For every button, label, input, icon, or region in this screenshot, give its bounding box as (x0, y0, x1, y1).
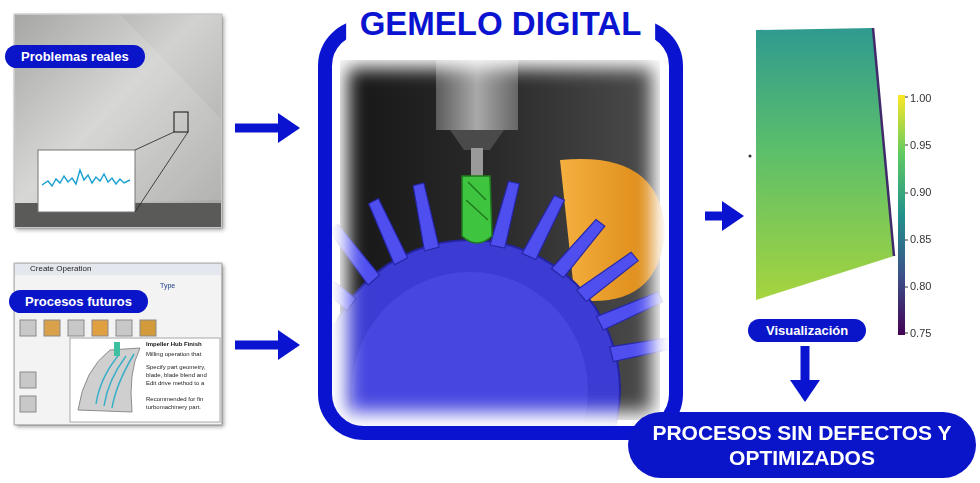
turbine-blade (490, 180, 519, 248)
flow-arrow (235, 330, 300, 360)
operation-icon (140, 320, 156, 336)
tooltip-popup (70, 338, 220, 422)
operation-icon (44, 320, 60, 336)
colorbar-tick (905, 193, 908, 194)
disk-hub (352, 272, 588, 483)
node-label: Problemas reales (5, 45, 145, 68)
zoom-leader (135, 132, 188, 212)
flow-arrow (790, 346, 820, 402)
deviation-surface (756, 28, 894, 300)
colorbar-value: 0.85 (910, 233, 931, 245)
node-label: Visualización (748, 319, 866, 342)
node-label: GEMELO DIGITAL (346, 4, 656, 44)
zoom-leader (135, 132, 174, 150)
tooltip-text: Milling operation that (146, 351, 201, 357)
plot-point (749, 155, 752, 158)
node-label: PROCESOS SIN DEFECTOS Y OPTIMIZADOS (636, 420, 968, 470)
arrow-head (278, 113, 300, 143)
turbine-blade (407, 183, 441, 251)
tooltip-text: Specify part geometry, (146, 364, 206, 370)
toolpath-lines (96, 354, 134, 408)
photo-panel: Problemas reales (14, 14, 222, 228)
operation-icon (20, 396, 36, 412)
turbine-blade (596, 287, 663, 332)
tooltip-heading: Impeller Hub Finish (146, 341, 202, 347)
profile-inset (38, 150, 135, 212)
colorbar-value: 0.75 (910, 327, 931, 339)
tooltip-text: turbomachinery part. (146, 404, 201, 410)
colorbar-tick (905, 145, 908, 146)
colorbar-value: 0.95 (910, 139, 931, 151)
arrow-head (278, 330, 300, 360)
tooltip-text: Recommended for fin (146, 396, 203, 402)
arrow-shaft (235, 341, 280, 350)
operation-icon (116, 320, 132, 336)
tool-shank (471, 148, 483, 178)
cutting-tool (462, 176, 492, 243)
operation-icon (20, 320, 36, 336)
roughness-signal (42, 170, 130, 186)
turbine-blade (325, 224, 381, 285)
arrow-head (722, 201, 744, 231)
colorbar-value: 0.90 (910, 186, 931, 198)
surface-edge (873, 28, 894, 256)
arrow-shaft (705, 212, 724, 221)
turbine-blade (577, 248, 638, 303)
visualization-panel: Visualización (748, 25, 898, 342)
zoom-window (174, 112, 188, 132)
turbine-blade (610, 331, 678, 363)
operation-icon (92, 320, 108, 336)
arrow-head (790, 380, 820, 402)
dialog-section: Type (160, 282, 175, 289)
window-title: Create Operation (30, 264, 91, 273)
tool-flutes (466, 182, 488, 220)
arrow-shaft (801, 346, 810, 382)
colorbar-value: 1.00 (910, 92, 931, 104)
window-titlebar (14, 263, 222, 275)
tool-holder (450, 130, 504, 150)
result-pill: PROCESOS SIN DEFECTOS Y OPTIMIZADOS (628, 412, 976, 478)
colorbar-tick (905, 333, 908, 334)
impeller-blade-icon (78, 348, 140, 412)
tooltip-text: Edit drive method to a (146, 380, 204, 386)
tool-icon (114, 342, 120, 356)
colorbar-tick (905, 97, 908, 98)
node-label: Procesos futuros (9, 290, 148, 313)
operation-icon (20, 372, 36, 388)
flow-arrow (235, 113, 300, 143)
digital-twin-frame: GEMELO DIGITAL (318, 20, 683, 440)
arrow-shaft (235, 124, 280, 133)
machine-spindle (436, 60, 518, 130)
turbine-blade (551, 216, 604, 279)
turbine-blade (363, 199, 409, 265)
cam-screenshot (14, 263, 222, 425)
tooltip-text: blade, blade blend and (146, 372, 207, 378)
turbine-blade (522, 193, 564, 260)
colorbar (898, 95, 905, 335)
colorbar-value: 0.80 (910, 280, 931, 292)
flow-arrow (705, 201, 744, 231)
colorbar-tick (905, 287, 908, 288)
operation-icon (68, 320, 84, 336)
colorbar-tick (905, 240, 908, 241)
